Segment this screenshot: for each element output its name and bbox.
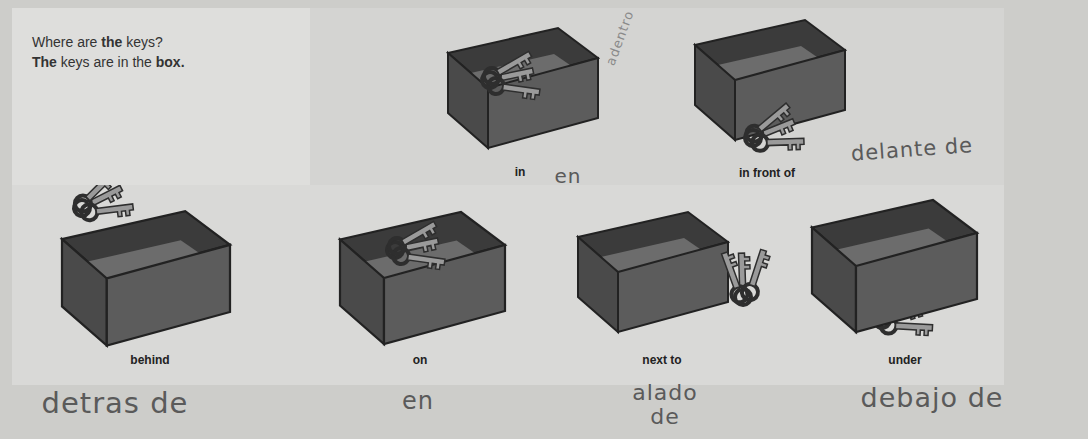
box-behind (62, 163, 230, 346)
english-label: on (413, 353, 428, 367)
english-label: under (888, 353, 921, 367)
english-label: behind (130, 353, 169, 367)
example-panel: Where are the keys?The keys are in the b… (12, 8, 310, 185)
example-sentence: Where are the keys? (32, 32, 290, 52)
upper-panel (310, 8, 1004, 185)
handwritten-note: en (555, 164, 582, 188)
handwritten-note: en (402, 387, 434, 416)
handwritten-note: adentro (603, 8, 637, 67)
lower-panel (12, 185, 1004, 385)
box-under (812, 200, 977, 341)
handwritten-note: alado de (625, 381, 705, 429)
box-in-front-of (695, 20, 845, 159)
english-label: in (515, 165, 526, 179)
box-on (340, 212, 505, 344)
english-label: in front of (739, 166, 795, 180)
english-label: next to (642, 353, 681, 367)
handwritten-note: debajo de (861, 382, 1004, 414)
example-sentence: The keys are in the box. (32, 52, 290, 72)
box-next-to (578, 212, 772, 332)
box-in (448, 28, 598, 148)
handwritten-note: detras de (42, 386, 189, 421)
handwritten-note: delante de (850, 133, 974, 167)
